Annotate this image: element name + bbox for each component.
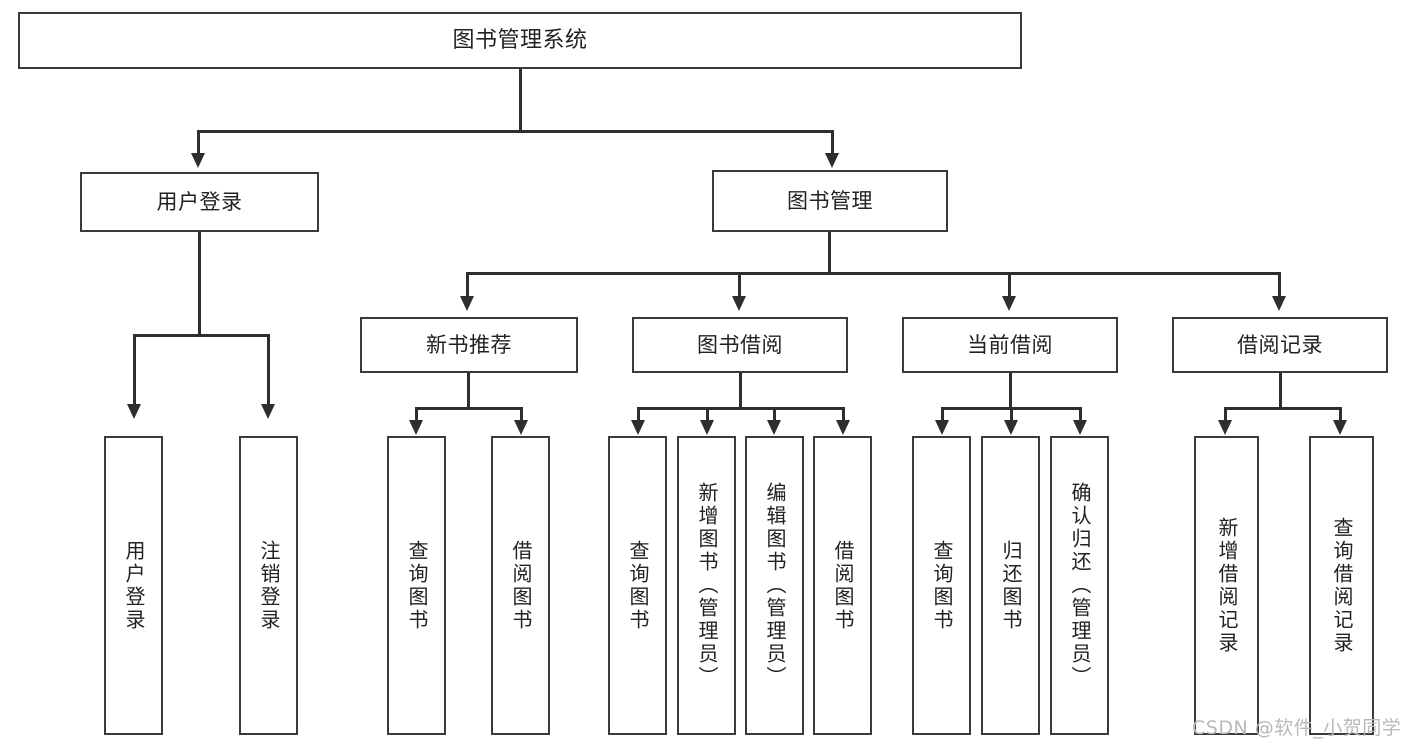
arrowhead-leaf-confirm-return xyxy=(1073,420,1087,435)
connector-user-login-bar xyxy=(133,334,270,337)
connector-book-borrow-c3 xyxy=(773,407,776,422)
node-new-book-recommend[interactable]: 新书推荐 xyxy=(360,317,578,373)
connector-borrow-record-c2 xyxy=(1339,407,1342,422)
connector-user-login-right xyxy=(267,334,270,406)
arrowhead-leaf-borrow-book-1 xyxy=(514,420,528,435)
arrowhead-leaf-edit-book xyxy=(767,420,781,435)
node-label: 当前借阅 xyxy=(967,332,1053,357)
node-leaf-return-book[interactable]: 归还图书 xyxy=(981,436,1040,735)
connector-book-borrow-c2 xyxy=(706,407,709,422)
node-leaf-logout[interactable]: 注销登录 xyxy=(239,436,298,735)
arrowhead-new-book-rec xyxy=(460,296,474,311)
node-leaf-user-login[interactable]: 用户登录 xyxy=(104,436,163,735)
node-label: 图书管理 xyxy=(787,188,873,213)
node-leaf-query-book-1[interactable]: 查询图书 xyxy=(387,436,446,735)
connector-book-manage-stem xyxy=(828,232,831,274)
node-user-login[interactable]: 用户登录 xyxy=(80,172,319,232)
node-leaf-query-book-2[interactable]: 查询图书 xyxy=(608,436,667,735)
connector-current-borrow-c1 xyxy=(941,407,944,422)
connector-book-manage-bar xyxy=(466,272,1281,275)
node-leaf-add-record[interactable]: 新增借阅记录 xyxy=(1194,436,1259,735)
node-label: 查询图书 xyxy=(930,539,954,632)
connector-root-to-user-login xyxy=(197,130,200,155)
connector-current-borrow-c2 xyxy=(1010,407,1013,422)
node-book-manage[interactable]: 图书管理 xyxy=(712,170,948,232)
node-label: 新增借阅记录 xyxy=(1215,516,1239,655)
arrowhead-leaf-query-book-2 xyxy=(631,420,645,435)
arrowhead-leaf-add-record xyxy=(1218,420,1232,435)
arrowhead-book-manage xyxy=(825,153,839,168)
connector-book-borrow-c4 xyxy=(842,407,845,422)
node-leaf-query-book-3[interactable]: 查询图书 xyxy=(912,436,971,735)
arrowhead-leaf-add-book xyxy=(700,420,714,435)
arrowhead-leaf-query-record xyxy=(1333,420,1347,435)
node-label: 用户登录 xyxy=(122,539,146,632)
node-leaf-borrow-book-1[interactable]: 借阅图书 xyxy=(491,436,550,735)
connector-user-login-left xyxy=(133,334,136,406)
arrowhead-book-borrow xyxy=(732,296,746,311)
node-label: 查询图书 xyxy=(626,539,650,632)
node-label: 确认归还（管理员） xyxy=(1068,482,1092,689)
connector-borrow-record-c1 xyxy=(1224,407,1227,422)
connector-root-stem xyxy=(519,69,522,132)
node-current-borrow[interactable]: 当前借阅 xyxy=(902,317,1118,373)
node-label: 查询借阅记录 xyxy=(1330,516,1354,655)
connector-to-borrow-record xyxy=(1278,272,1281,298)
node-leaf-edit-book[interactable]: 编辑图书（管理员） xyxy=(745,436,804,735)
arrowhead-current-borrow xyxy=(1002,296,1016,311)
connector-root-bar xyxy=(197,130,834,133)
node-root-library-system[interactable]: 图书管理系统 xyxy=(18,12,1022,69)
connector-to-book-borrow xyxy=(738,272,741,298)
node-label: 查询图书 xyxy=(405,539,429,632)
node-borrow-record[interactable]: 借阅记录 xyxy=(1172,317,1388,373)
arrowhead-leaf-user-login xyxy=(127,404,141,419)
node-label: 新增图书（管理员） xyxy=(695,482,719,689)
node-label: 注销登录 xyxy=(257,539,281,632)
connector-book-borrow-bar xyxy=(637,407,845,410)
connector-current-borrow-c3 xyxy=(1079,407,1082,422)
connector-user-login-stem xyxy=(198,232,201,336)
connector-new-book-rec-stem xyxy=(467,373,470,409)
arrowhead-leaf-logout xyxy=(261,404,275,419)
node-label: 归还图书 xyxy=(999,539,1023,632)
connector-book-borrow-c1 xyxy=(637,407,640,422)
node-leaf-add-book[interactable]: 新增图书（管理员） xyxy=(677,436,736,735)
connector-new-book-rec-bar xyxy=(415,407,523,410)
node-label: 图书管理系统 xyxy=(452,27,588,53)
connector-borrow-record-bar xyxy=(1224,407,1342,410)
arrowhead-borrow-record xyxy=(1272,296,1286,311)
node-label: 借阅图书 xyxy=(509,539,533,632)
node-leaf-confirm-return[interactable]: 确认归还（管理员） xyxy=(1050,436,1109,735)
arrowhead-leaf-return-book xyxy=(1004,420,1018,435)
connector-root-to-book-manage xyxy=(831,130,834,155)
node-book-borrow[interactable]: 图书借阅 xyxy=(632,317,848,373)
node-label: 用户登录 xyxy=(156,189,243,214)
connector-current-borrow-stem xyxy=(1009,373,1012,409)
arrowhead-leaf-borrow-book-2 xyxy=(836,420,850,435)
arrowhead-leaf-query-book-3 xyxy=(935,420,949,435)
node-leaf-borrow-book-2[interactable]: 借阅图书 xyxy=(813,436,872,735)
connector-book-borrow-stem xyxy=(739,373,742,409)
node-label: 借阅记录 xyxy=(1237,332,1323,357)
node-label: 新书推荐 xyxy=(426,332,512,357)
arrowhead-user-login xyxy=(191,153,205,168)
connector-new-book-rec-c1 xyxy=(415,407,418,422)
connector-to-new-book-rec xyxy=(466,272,469,298)
node-label: 借阅图书 xyxy=(831,539,855,632)
node-label: 编辑图书（管理员） xyxy=(763,482,787,689)
connector-to-current-borrow xyxy=(1008,272,1011,298)
connector-new-book-rec-c2 xyxy=(520,407,523,422)
arrowhead-leaf-query-book-1 xyxy=(409,420,423,435)
node-label: 图书借阅 xyxy=(697,332,783,357)
connector-borrow-record-stem xyxy=(1279,373,1282,409)
node-leaf-query-record[interactable]: 查询借阅记录 xyxy=(1309,436,1374,735)
